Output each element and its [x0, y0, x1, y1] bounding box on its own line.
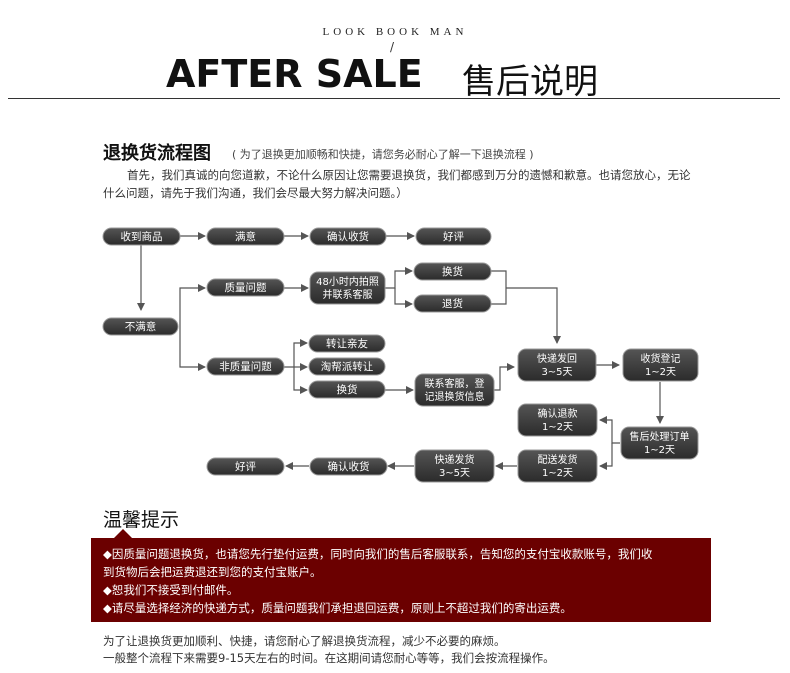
node-confirm-receipt-1-label: 确认收货	[327, 230, 369, 243]
node-received-label: 收到商品	[121, 230, 163, 243]
node-quality-issue: 质量问题	[206, 278, 285, 297]
title-divider	[8, 98, 780, 99]
node-good-review-2-label: 好评	[235, 461, 256, 473]
node-confirm-receipt-1: 确认收货	[309, 227, 387, 246]
node-aftersale-order: 售后处理订单 1~2天	[620, 426, 699, 460]
node-delivery-send-line1: 配送发货	[538, 453, 578, 466]
node-express-send-1-line1: 快递发回	[537, 352, 577, 365]
node-express-send-1: 快递发回 3~5天	[517, 348, 597, 382]
node-received: 收到商品	[102, 227, 181, 246]
node-quality-issue-label: 质量问题	[225, 281, 267, 294]
node-exchange-2: 换货	[308, 380, 386, 399]
tips-title: 温馨提示	[103, 509, 180, 531]
node-good-review-2: 好评	[206, 457, 285, 476]
node-aftersale-order-line1: 售后处理订单	[630, 430, 690, 443]
node-confirm-receipt-2: 确认收货	[309, 457, 388, 476]
tip-line-3: ◆恕我们不接受到付邮件。	[103, 583, 239, 597]
node-register-receipt-line2: 1~2天	[645, 367, 676, 378]
section-title: 退换货流程图	[103, 143, 211, 164]
brand-slash: /	[390, 40, 395, 54]
section-subtitle: ( 为了退换更加顺畅和快捷，请您务必耐心了解一下退换流程 )	[232, 148, 534, 161]
node-express-send-1-line2: 3~5天	[541, 367, 572, 378]
node-satisfied: 满意	[206, 227, 285, 246]
page-title-cn: 售后说明	[462, 62, 598, 102]
node-unsatisfied-label: 不满意	[125, 320, 157, 333]
node-contact-register-line1: 联系客服，登	[425, 377, 485, 390]
footer-line-2: 一般整个流程下来需要9-15天左右的时间。在这期间请您耐心等等，我们会按流程操作…	[103, 651, 555, 665]
node-taobang-label: 淘帮派转让	[321, 360, 374, 373]
node-contact-48h: 48小时内拍照 并联系客服	[309, 271, 386, 305]
node-transfer-friend-label: 转让亲友	[326, 337, 368, 350]
node-taobang: 淘帮派转让	[308, 357, 386, 376]
node-good-review-1-label: 好评	[443, 231, 464, 243]
node-satisfied-label: 满意	[235, 230, 256, 243]
node-contact-register-line2: 记退换货信息	[425, 390, 485, 403]
node-confirm-refund-line2: 1~2天	[542, 422, 573, 433]
node-express-send-2-line2: 3~5天	[439, 468, 470, 479]
node-contact-48h-line1: 48小时内拍照	[316, 275, 379, 288]
node-exchange-2-label: 换货	[337, 383, 358, 396]
node-non-quality-label: 非质量问题	[219, 360, 272, 373]
node-confirm-receipt-2-label: 确认收货	[328, 460, 370, 473]
tip-line-4: ◆请尽量选择经济的快递方式，质量问题我们承担退回运费，原则上不超过我们的寄出运费…	[103, 601, 572, 615]
node-good-review-1: 好评	[415, 227, 492, 246]
node-return: 退货	[413, 294, 492, 313]
tip-line-1: ◆因质量问题退换货，也请您先行垫付运费，同时向我们的售后客服联系，告知您的支付宝…	[103, 547, 653, 561]
node-express-send-2-line1: 快递发货	[435, 453, 475, 466]
footer-line-1: 为了让退换货更加顺利、快捷，请您耐心了解退换货流程，减少不必要的麻烦。	[103, 634, 506, 648]
node-exchange-1-label: 换货	[442, 265, 463, 278]
tips-pointer	[113, 529, 133, 539]
footer-notes: 为了让退换货更加顺利、快捷，请您耐心了解退换货流程，减少不必要的麻烦。 一般整个…	[103, 633, 555, 667]
node-return-label: 退货	[442, 297, 463, 310]
node-contact-48h-line2: 并联系客服	[323, 288, 373, 301]
node-exchange-1: 换货	[413, 262, 492, 281]
page-title-en: AFTER SALE	[166, 52, 423, 96]
node-delivery-send-line2: 1~2天	[542, 468, 573, 479]
brand-text: LOOK BOOK MAN	[322, 26, 468, 38]
node-transfer-friend: 转让亲友	[308, 334, 386, 353]
node-aftersale-order-line2: 1~2天	[644, 445, 675, 456]
node-register-receipt: 收货登记 1~2天	[622, 348, 699, 382]
tips-content: ◆因质量问题退换货，也请您先行垫付运费，同时向我们的售后客服联系，告知您的支付宝…	[103, 545, 703, 617]
node-confirm-refund-line1: 确认退款	[538, 407, 578, 420]
tip-line-2: 到货物后会把运费退还到您的支付宝账户。	[103, 565, 322, 579]
node-contact-register: 联系客服，登 记退换货信息	[414, 373, 495, 407]
node-express-send-2: 快递发货 3~5天	[414, 449, 495, 483]
tips-box	[91, 538, 711, 622]
node-confirm-refund: 确认退款 1~2天	[517, 403, 598, 437]
intro-paragraph: 首先，我们真诚的向您道歉，不论什么原因让您需要退换货，我们都感到万分的遗憾和歉意…	[103, 168, 691, 200]
node-delivery-send: 配送发货 1~2天	[517, 449, 598, 483]
node-register-receipt-line1: 收货登记	[641, 352, 681, 365]
node-non-quality: 非质量问题	[206, 357, 285, 376]
node-unsatisfied: 不满意	[102, 317, 179, 336]
